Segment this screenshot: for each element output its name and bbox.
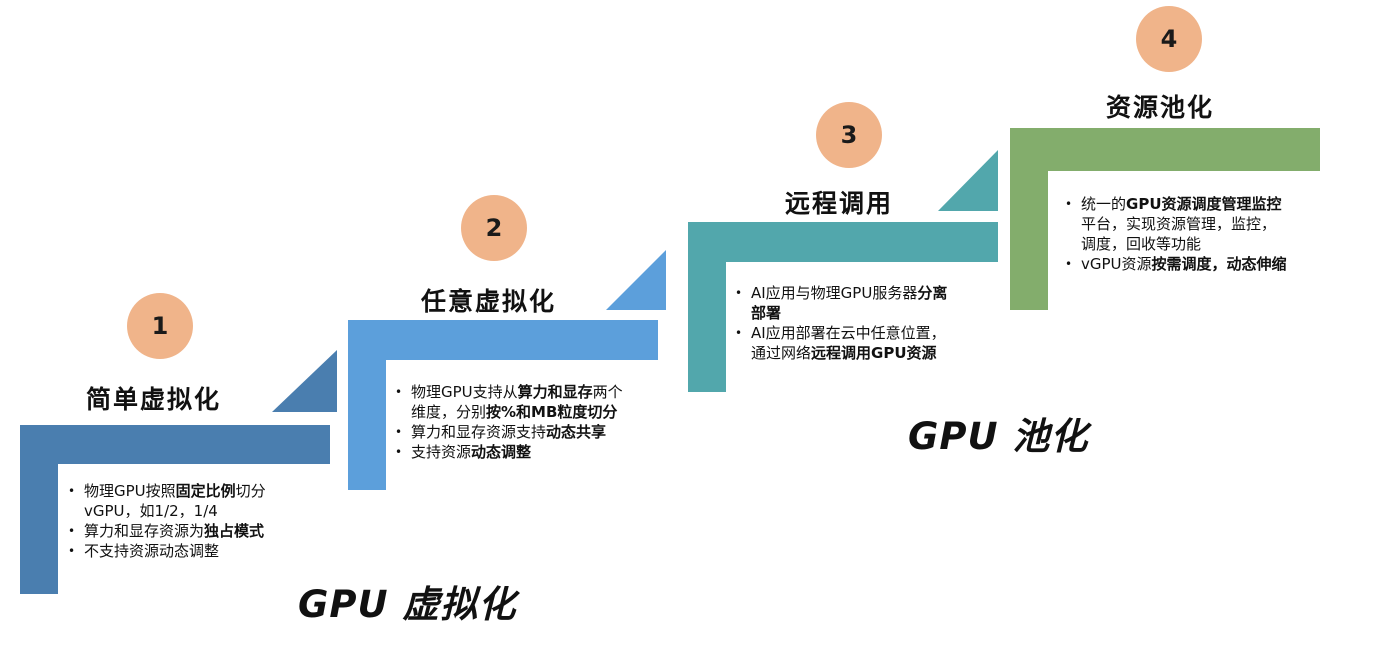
bullet-text: 不支持资源动态调整 <box>84 542 220 560</box>
bullet-emphasis-text: 固定比例 <box>175 482 236 500</box>
bullet-line: 维度，分别按%和MB粒度切分 <box>393 402 683 422</box>
bullet-text: AI应用部署在云中任意位置， <box>751 324 946 342</box>
bullet-emphasis-text: 动态调整 <box>471 443 532 461</box>
step-3-title: 远程调用 <box>785 189 894 218</box>
bullet-dot: • <box>735 286 743 300</box>
bullet-line: • AI应用与物理GPU服务器分离 <box>733 283 1003 303</box>
bullet-dot: • <box>68 544 76 558</box>
step-3-number: 3 <box>840 121 858 149</box>
bullet-line: • vGPU资源按需调度，动态伸缩 <box>1063 254 1353 274</box>
bullet-text: 通过网络 <box>751 344 812 362</box>
group-label-virtualization: GPU 虚拟化 <box>298 583 517 626</box>
bullet-line: 调度，回收等功能 <box>1063 234 1353 254</box>
bullet-line: • 不支持资源动态调整 <box>66 541 326 561</box>
step-3-corner-triangle <box>938 150 998 211</box>
step-1-block <box>20 425 330 594</box>
bullet-line: • AI应用部署在云中任意位置， <box>733 323 1003 343</box>
bullet-emphasis-text: 算力和显存 <box>517 383 593 401</box>
bullet-emphasis-text: 部署 <box>751 304 782 322</box>
bullet-text: vGPU，如1/2，1/4 <box>84 502 218 520</box>
bullet-text: 两个 <box>592 383 623 401</box>
bullet-text: 维度，分别 <box>411 403 487 421</box>
step-4-bullet-list: • 统一的GPU资源调度管理监控平台，实现资源管理，监控， 调度，回收等功能 • vGP… <box>1063 194 1353 274</box>
bullet-dot: • <box>395 425 403 439</box>
step-4-number: 4 <box>1160 25 1178 53</box>
step-2-number: 2 <box>485 214 503 242</box>
bullet-text: 算力和显存资源为 <box>84 522 205 540</box>
step-2-number-badge: 2 <box>461 195 527 261</box>
bullet-line: 部署 <box>733 303 1003 323</box>
bullet-dot: • <box>395 445 403 459</box>
step-1-number: 1 <box>151 312 169 340</box>
bullet-dot: • <box>1065 257 1073 271</box>
bullet-emphasis-text: 按%和MB粒度切分 <box>486 403 618 421</box>
bullet-dot: • <box>68 524 76 538</box>
bullet-line: • 物理GPU按照固定比例切分 <box>66 481 326 501</box>
bullet-line: 平台，实现资源管理，监控， <box>1063 214 1353 234</box>
step-4-title: 资源池化 <box>1106 93 1215 122</box>
bullet-line: 通过网络远程调用GPU资源 <box>733 343 1003 363</box>
bullet-emphasis-text: 独占模式 <box>204 522 265 540</box>
bullet-text: 支持资源 <box>411 443 472 461</box>
step-2-bullet-list: •物理GPU支持从算力和显存两个维度，分别按%和MB粒度切分•算力和显存资源支持… <box>393 382 683 462</box>
bullet-text: 调度，回收等功能 <box>1081 235 1202 253</box>
step-2-title: 任意虚拟化 <box>421 287 557 316</box>
step-1-number-badge: 1 <box>127 293 193 359</box>
bullet-line: • 算力和显存资源为独占模式 <box>66 521 326 541</box>
step-3-block <box>688 222 998 392</box>
bullet-text: 物理GPU支持从 <box>411 383 518 401</box>
bullet-line: • 算力和显存资源支持动态共享 <box>393 422 683 442</box>
bullet-text: 物理GPU按照 <box>84 482 176 500</box>
step-3-number-badge: 3 <box>816 102 882 168</box>
bullet-line: vGPU，如1/2，1/4 <box>66 501 326 521</box>
bullet-dot: • <box>395 385 403 399</box>
step-2-corner-triangle <box>606 250 666 310</box>
bullet-dot: • <box>68 484 76 498</box>
bullet-emphasis-text: GPU资源调度管理监控 <box>1126 195 1282 213</box>
step-1-title: 简单虚拟化 <box>86 385 222 414</box>
bullet-line: • 物理GPU支持从算力和显存两个 <box>393 382 683 402</box>
bullet-text: 统一的 <box>1081 195 1127 213</box>
bullet-text: 平台，实现资源管理，监控， <box>1081 215 1277 233</box>
step-3-bullet-list: •AI应用与物理GPU服务器分离部署•AI应用部署在云中任意位置，通过网络远程调… <box>733 283 1003 363</box>
step-4-number-badge: 4 <box>1136 6 1202 72</box>
bullet-text: AI应用与物理GPU服务器 <box>751 284 918 302</box>
step-1-bullet-list: • 物理GPU按照固定比例切分 vGPU，如1/2，1/4 • 算力和显存资源为独占模式… <box>66 481 326 561</box>
group-label-pooling: GPU 池化 <box>908 415 1089 458</box>
step-4-block <box>1010 128 1320 310</box>
bullet-emphasis-text: 分离 <box>917 284 948 302</box>
bullet-emphasis-text: 动态共享 <box>546 423 607 441</box>
bullet-dot: • <box>1065 197 1073 211</box>
bullet-text: 切分 <box>235 482 266 500</box>
bullet-dot: • <box>735 326 743 340</box>
bullet-text: vGPU资源 <box>1081 255 1152 273</box>
bullet-line: • 支持资源动态调整 <box>393 442 683 462</box>
step-2-block <box>348 320 658 490</box>
bullet-emphasis-text: 按需调度，动态伸缩 <box>1151 255 1287 273</box>
bullet-emphasis-text: 远程调用GPU资源 <box>811 344 937 362</box>
step-1-corner-triangle <box>272 350 337 412</box>
bullet-line: • 统一的GPU资源调度管理监控 <box>1063 194 1353 214</box>
bullet-text: 算力和显存资源支持 <box>411 423 547 441</box>
